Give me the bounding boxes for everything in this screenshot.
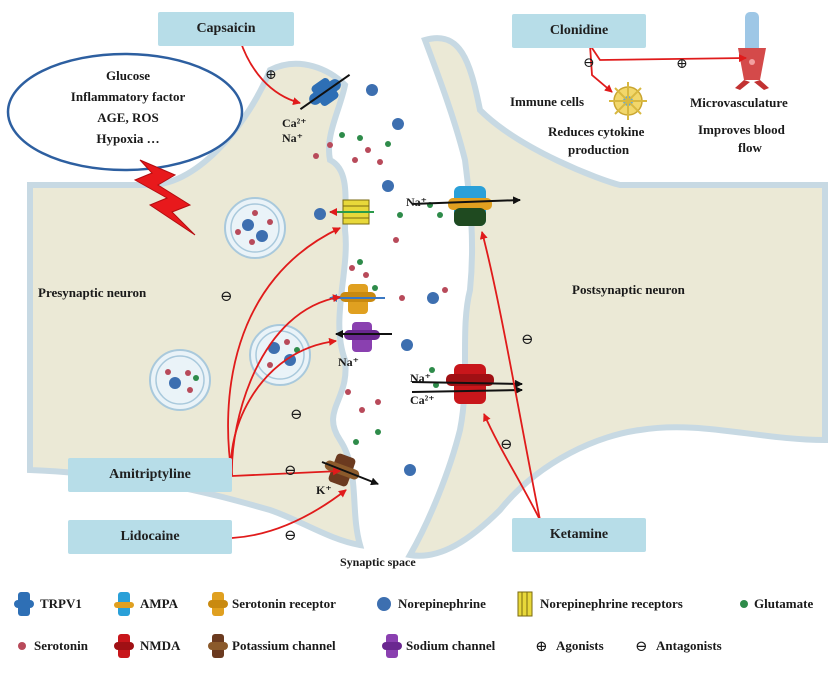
trpv1-receptor	[299, 73, 351, 111]
ion-ca-top: Ca²⁺	[282, 116, 307, 130]
legend-potassium-channel-icon	[208, 634, 228, 658]
postsynaptic-label: Postsynaptic neuron	[572, 282, 686, 297]
lidocaine-label: Lidocaine	[120, 529, 180, 544]
postsynaptic-neuron	[405, 35, 828, 559]
improves-blood-label-2: flow	[738, 140, 762, 155]
legend-serotonin-icon	[18, 642, 26, 650]
ketamine-box: Ketamine	[512, 518, 646, 552]
legend-sodium-channel-icon	[382, 634, 402, 658]
antagonist-symbol-ketamine-1: ⊖	[521, 332, 534, 348]
amitriptyline-box: Amitriptyline	[68, 458, 232, 492]
ion-na-ampa: Na⁺	[406, 195, 427, 209]
agonist-symbol-capsaicin: ⊕	[265, 68, 277, 83]
legend-nmda-icon	[114, 634, 134, 658]
legend-norepinephrine-receptor-icon	[517, 591, 533, 617]
capsaicin-box: Capsaicin	[158, 12, 294, 46]
legend-agonists-label: Agonists	[556, 638, 604, 653]
ion-ca-nmda: Ca²⁺	[410, 393, 435, 407]
legend-norepinephrine-receptors-label: Norepinephrine receptors	[540, 596, 683, 611]
clonidine-box: Clonidine	[512, 14, 646, 48]
potassium-flow-arrow	[321, 461, 379, 486]
legend-icons: ⊕ ⊖	[14, 591, 748, 658]
antagonist-symbol-clonidine: ⊖	[583, 56, 595, 71]
effect-arrows	[227, 39, 747, 539]
antagonist-symbol-ketamine-2: ⊖	[500, 437, 513, 453]
amitriptyline-label: Amitriptyline	[109, 467, 191, 482]
bubble-line-2: Inflammatory factor	[71, 89, 186, 104]
legend-glutamate-icon	[740, 600, 748, 608]
legend-antagonists-label: Antagonists	[656, 638, 722, 653]
legend-serotonin-label: Serotonin	[34, 638, 88, 653]
vesicle-1	[224, 197, 286, 259]
improves-blood-label-1: Improves blood	[698, 122, 786, 137]
antagonist-symbol-amitriptyline-2: ⊖	[290, 407, 303, 423]
presynaptic-label: Presynaptic neuron	[38, 285, 147, 300]
legend-norepinephrine-icon	[377, 597, 391, 611]
presynaptic-neuron	[27, 60, 365, 549]
reduces-cytokine-label-2: production	[568, 142, 630, 157]
vesicle-2	[249, 324, 311, 386]
legend-trpv1-label: TRPV1	[40, 596, 82, 611]
legend-nmda-label: NMDA	[140, 638, 181, 653]
condition-bubble: Glucose Inflammatory factor AGE, ROS Hyp…	[6, 52, 244, 172]
legend-ampa-icon	[114, 592, 134, 616]
bubble-line-3: AGE, ROS	[97, 110, 158, 125]
lightning-icon	[133, 159, 196, 236]
legend-sodium-channel-label: Sodium channel	[406, 638, 496, 653]
immune-cell-icon	[609, 82, 647, 120]
microvasculature-label: Microvasculature	[690, 95, 788, 110]
ampa-receptor	[411, 186, 521, 226]
legend-antagonist-icon: ⊖	[635, 639, 648, 655]
legend-serotonin-receptor-label: Serotonin receptor	[232, 596, 336, 611]
blood-vessel-icon	[735, 12, 769, 90]
vesicle-3	[149, 349, 211, 411]
antagonist-symbol-lidocaine: ⊖	[284, 528, 297, 544]
nmda-receptor	[411, 364, 523, 404]
clonidine-label: Clonidine	[549, 23, 609, 38]
ketamine-label: Ketamine	[549, 527, 609, 542]
legend-glutamate-label: Glutamate	[754, 596, 814, 611]
legend-norepinephrine-label: Norepinephrine	[398, 596, 486, 611]
reduces-cytokine-label-1: Reduces cytokine	[548, 124, 645, 139]
capsaicin-label: Capsaicin	[196, 21, 256, 36]
lidocaine-box: Lidocaine	[68, 520, 232, 554]
antagonist-symbol-amitriptyline-3: ⊖	[284, 463, 297, 479]
ion-k: K⁺	[316, 483, 332, 497]
legend-potassium-channel-label: Potassium channel	[232, 638, 336, 653]
agonist-symbol-clonidine: ⊕	[676, 57, 688, 72]
ion-na-top: Na⁺	[282, 131, 303, 145]
legend-ampa-label: AMPA	[140, 596, 179, 611]
antagonist-symbol-amitriptyline-1: ⊖	[220, 289, 233, 305]
norepinephrine-receptor	[329, 199, 374, 225]
legend-trpv1-icon	[14, 592, 34, 616]
legend-serotonin-receptor-icon	[208, 592, 228, 616]
sodium-channel	[335, 322, 392, 352]
bubble-line-4: Hypoxia …	[96, 131, 159, 146]
legend-agonist-icon: ⊕	[535, 639, 548, 655]
ion-na-sodium: Na⁺	[338, 355, 359, 369]
synaptic-space-label: Synaptic space	[340, 555, 416, 569]
ion-na-nmda: Na⁺	[410, 371, 431, 385]
bubble-line-1: Glucose	[106, 68, 150, 83]
immune-cells-label: Immune cells	[510, 94, 584, 109]
